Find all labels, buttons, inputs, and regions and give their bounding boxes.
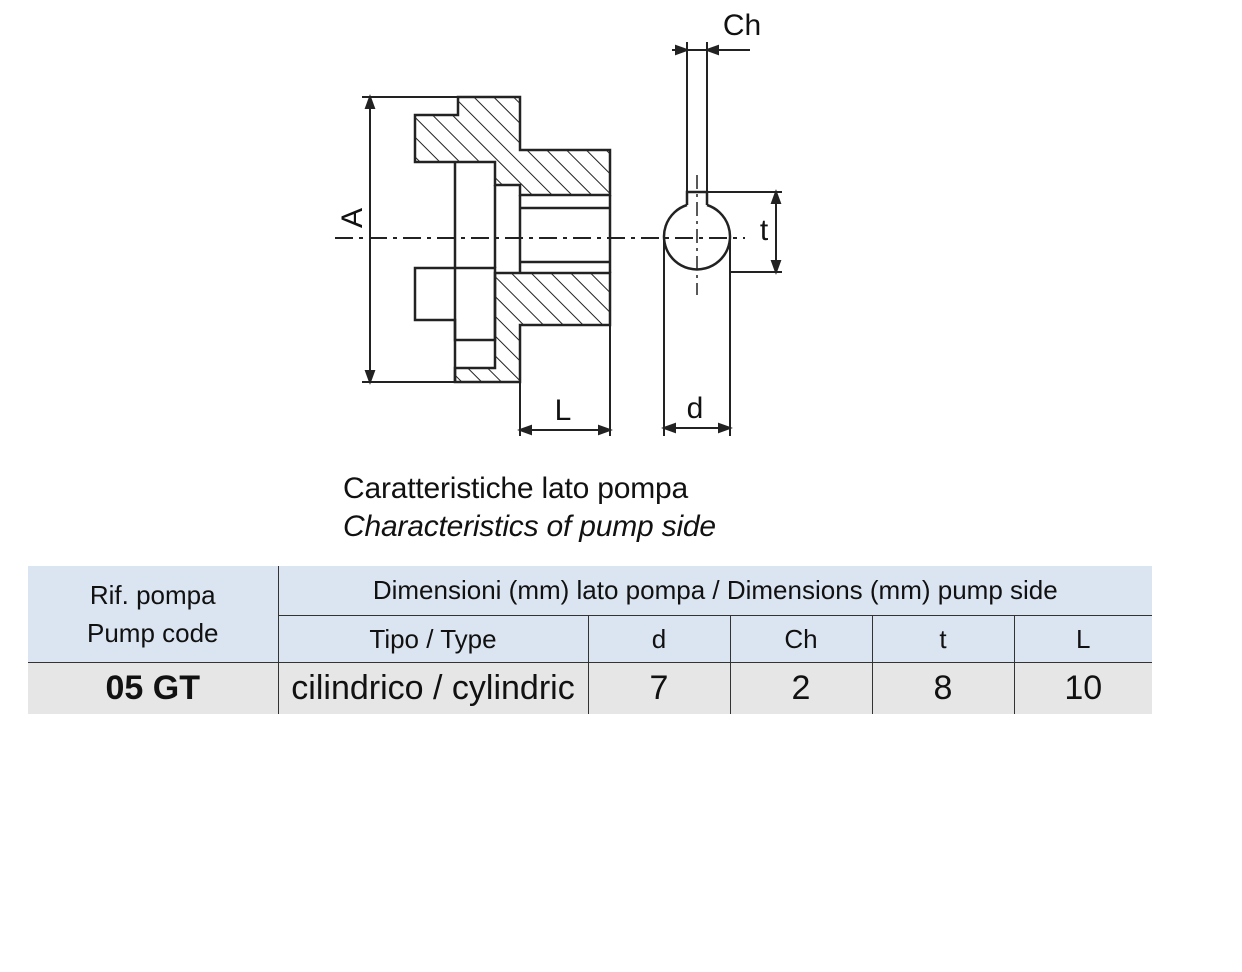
header-l: L bbox=[1013, 615, 1153, 663]
table-subheader-row: Tipo / Type d Ch t L bbox=[28, 615, 1153, 663]
cell-type: cilindrico / cylindric bbox=[277, 662, 588, 714]
cell-d: 7 bbox=[587, 662, 730, 714]
dimension-t bbox=[707, 189, 782, 275]
drawing-caption: Caratteristiche lato pompa Characteristi… bbox=[343, 470, 716, 546]
cell-t: 8 bbox=[871, 662, 1014, 714]
hub-lower-section bbox=[453, 271, 612, 384]
hub-section-view bbox=[413, 95, 612, 384]
header-ch: Ch bbox=[729, 615, 872, 663]
caption-italian: Caratteristiche lato pompa bbox=[343, 472, 688, 505]
dimension-l bbox=[517, 325, 613, 436]
caption-english: Characteristics of pump side bbox=[343, 510, 716, 543]
label-ch: Ch bbox=[723, 9, 761, 42]
dimension-ch bbox=[672, 42, 750, 192]
dimension-a bbox=[362, 94, 458, 385]
header-pump-code: Rif. pompa Pump code bbox=[28, 566, 278, 663]
coupling-technical-drawing: A L Ch t d bbox=[335, 9, 782, 436]
label-a: A bbox=[336, 208, 369, 228]
header-d: d bbox=[587, 615, 730, 663]
hub-upper-section bbox=[413, 95, 612, 197]
table-row: 05 GT cilindrico / cylindric 7 2 8 10 bbox=[28, 662, 1153, 714]
cell-l: 10 bbox=[1013, 662, 1153, 714]
header-type: Tipo / Type bbox=[277, 615, 588, 663]
label-d: d bbox=[687, 392, 704, 425]
cell-pump-code: 05 GT bbox=[28, 662, 278, 714]
table-header-row: Rif. pompa Pump code Dimensioni (mm) lat… bbox=[28, 566, 1153, 663]
header-t: t bbox=[871, 615, 1014, 663]
cell-ch: 2 bbox=[729, 662, 872, 714]
dimension-d bbox=[661, 240, 733, 436]
header-dimensions: Dimensioni (mm) lato pompa / Dimensions … bbox=[277, 566, 1153, 616]
header-pump-code-en: Pump code bbox=[86, 618, 219, 648]
header-pump-code-it: Rif. pompa bbox=[89, 580, 216, 610]
pump-side-dimensions-table: Rif. pompa Pump code Dimensioni (mm) lat… bbox=[28, 566, 1153, 714]
label-l: L bbox=[555, 394, 572, 427]
label-t: t bbox=[760, 214, 769, 247]
